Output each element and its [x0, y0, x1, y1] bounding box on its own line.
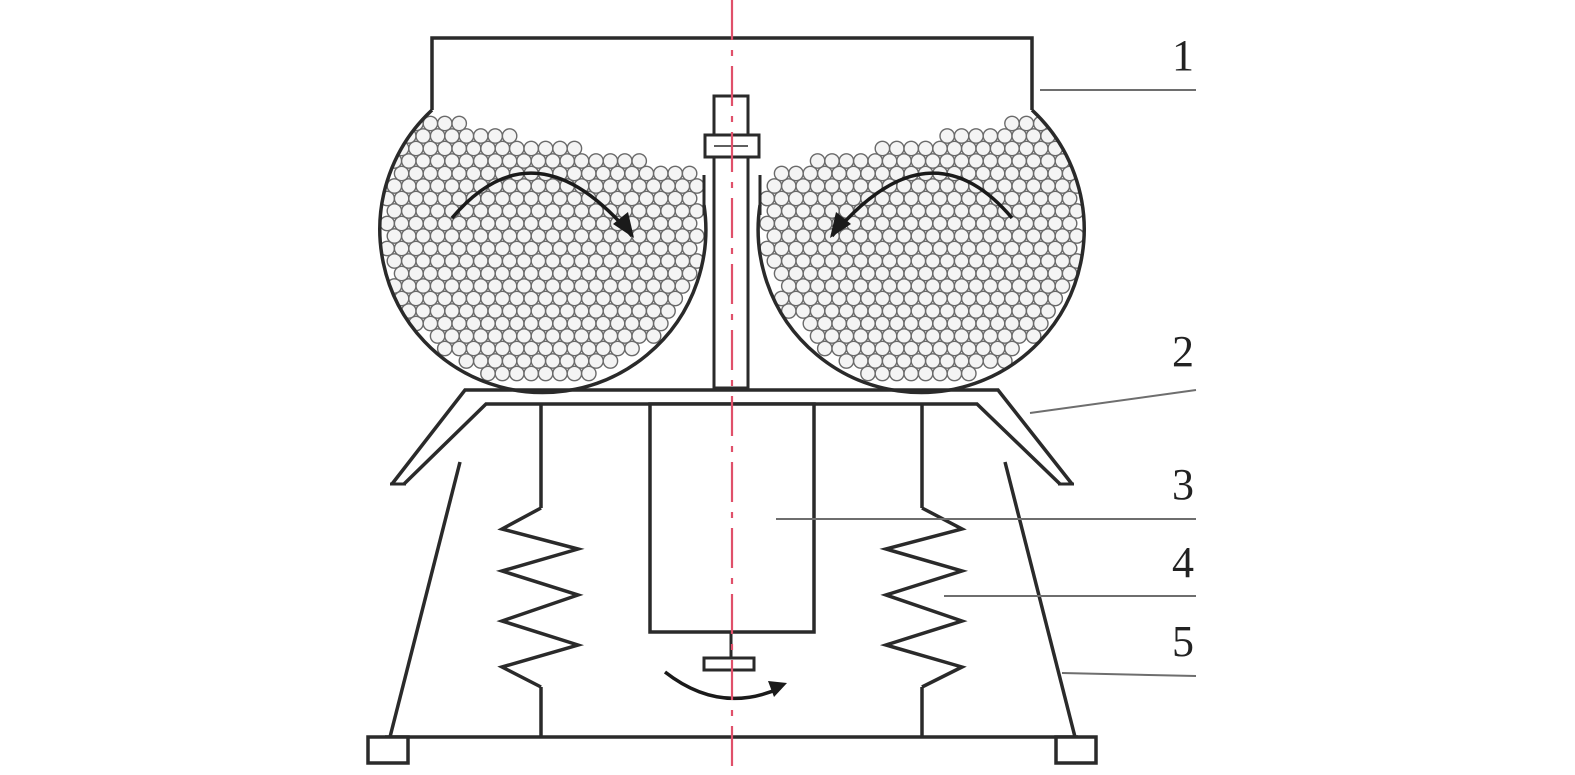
bead: [681, 215, 698, 232]
bead: [523, 140, 540, 157]
bead: [1061, 190, 1078, 207]
bead: [645, 328, 662, 344]
bead: [588, 153, 604, 169]
rotation-arrowhead-icon: [768, 681, 787, 697]
bead: [631, 153, 648, 169]
callout-label-4: 4: [1172, 538, 1194, 587]
bead: [451, 115, 468, 132]
bead: [773, 165, 790, 182]
right-frame-leg: [1003, 461, 1077, 738]
callout-label-1: 1: [1172, 31, 1194, 80]
bead: [1032, 315, 1049, 332]
bead: [1004, 340, 1020, 357]
bead: [501, 128, 518, 144]
bead: [982, 128, 999, 144]
bead: [903, 140, 920, 157]
left-bead-fill: [379, 115, 705, 382]
right-bead-fill: [759, 115, 1085, 382]
bead: [1004, 115, 1020, 132]
bead: [681, 165, 698, 182]
bead: [960, 365, 977, 382]
bead: [436, 115, 453, 132]
bead: [688, 228, 705, 244]
bead: [852, 153, 869, 169]
left-foot: [366, 735, 410, 765]
bead: [667, 290, 684, 307]
bead: [1061, 215, 1078, 232]
bead: [667, 165, 684, 182]
bead: [616, 153, 633, 169]
bead: [487, 128, 504, 144]
bead: [681, 265, 698, 282]
bead: [566, 140, 583, 157]
bead: [968, 128, 984, 144]
right-bowl-section: [756, 108, 1086, 395]
bead: [580, 365, 597, 382]
bead: [652, 315, 669, 332]
bead: [824, 153, 840, 169]
leader-lines: [776, 89, 1197, 677]
bead: [1040, 303, 1056, 319]
eccentric-weight: [702, 656, 756, 672]
bead: [874, 140, 891, 157]
left-frame-leg: [388, 461, 462, 738]
callout-label-5: 5: [1172, 617, 1194, 666]
right-spring: [879, 404, 969, 737]
bead: [674, 278, 691, 294]
bead: [888, 140, 905, 157]
left-bowl-outline: [378, 108, 708, 395]
bead: [652, 165, 669, 182]
bead: [917, 140, 934, 157]
left-flow-arrowhead-icon: [613, 212, 634, 238]
bead: [660, 303, 676, 319]
bead: [624, 340, 640, 357]
plate-outer-outline: [390, 388, 1074, 486]
left-spring: [495, 404, 585, 737]
left-bowl-section: [378, 108, 708, 395]
right-bowl-outline: [756, 108, 1086, 395]
bead: [552, 140, 568, 157]
bead: [681, 190, 698, 207]
leader-line-5: [1061, 672, 1197, 677]
bead: [809, 153, 826, 169]
rotation-arrow-icon: [663, 670, 781, 701]
bead: [602, 353, 619, 369]
bead: [838, 153, 855, 169]
right-flow-arrow-icon: [830, 171, 1014, 238]
bead: [1054, 278, 1071, 294]
bead: [939, 128, 956, 144]
left-flow-arrow-icon: [450, 171, 634, 238]
bead: [1025, 328, 1042, 344]
right-flow-arrowhead-icon: [830, 212, 851, 238]
bead: [537, 140, 554, 157]
bead: [953, 128, 970, 144]
bead: [1047, 290, 1064, 307]
bead: [681, 240, 698, 257]
bead: [602, 153, 619, 169]
callout-label-3: 3: [1172, 460, 1194, 509]
bead: [1018, 115, 1035, 132]
callout-label-2: 2: [1172, 327, 1194, 376]
bead: [1061, 240, 1078, 257]
bead: [788, 165, 804, 182]
bead: [472, 128, 489, 144]
leader-line-2: [1029, 389, 1197, 414]
right-foot: [1054, 735, 1098, 765]
